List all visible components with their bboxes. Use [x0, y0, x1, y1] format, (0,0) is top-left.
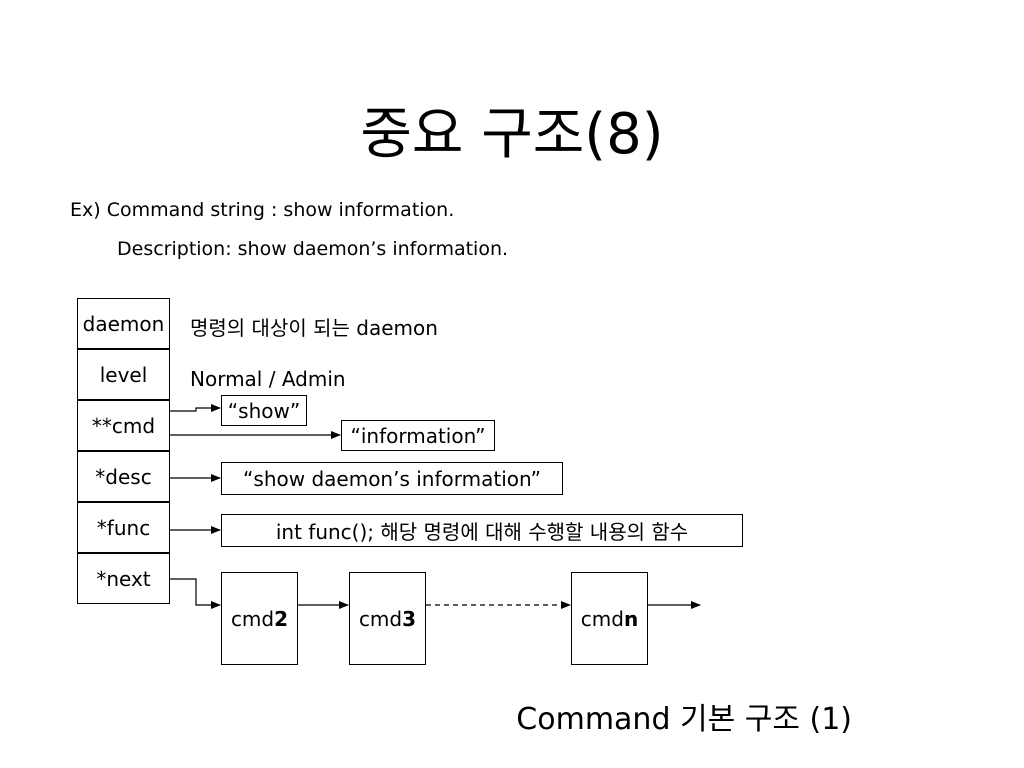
- struct-field-level: level: [77, 349, 170, 400]
- struct-field-desc: *desc: [77, 451, 170, 502]
- desc-string-box: “show daemon’s information”: [221, 462, 563, 495]
- struct-field-next: *next: [77, 553, 170, 604]
- example-description-line: Description: show daemon’s information.: [117, 238, 509, 260]
- level-note: Normal / Admin: [190, 367, 346, 391]
- slide-title: 중요 구조(8): [360, 102, 664, 167]
- struct-field-func: *func: [77, 502, 170, 553]
- func-signature-box: int func(); 해당 명령에 대해 수행할 내용의 함수: [221, 514, 743, 547]
- cmd-string-information: “information”: [341, 420, 495, 451]
- node-suffix: 2: [274, 606, 289, 631]
- arrow-cmd-to-show: [170, 404, 221, 412]
- node-prefix: cmd: [358, 606, 403, 631]
- node-suffix: 3: [402, 606, 417, 631]
- node-suffix: n: [623, 606, 639, 631]
- struct-field-cmd: **cmd: [77, 400, 170, 451]
- arrow-next-to-cmd2: [170, 578, 221, 609]
- daemon-note: 명령의 대상이 되는 daemon: [190, 316, 438, 340]
- node-prefix: cmd: [580, 606, 624, 631]
- cmd-string-show: “show”: [221, 395, 307, 426]
- figure-caption: Command 기본 구조 (1): [516, 702, 852, 737]
- struct-field-daemon: daemon: [77, 298, 170, 349]
- node-prefix: cmd: [230, 606, 275, 631]
- example-command-line: Ex) Command string : show information.: [70, 199, 455, 221]
